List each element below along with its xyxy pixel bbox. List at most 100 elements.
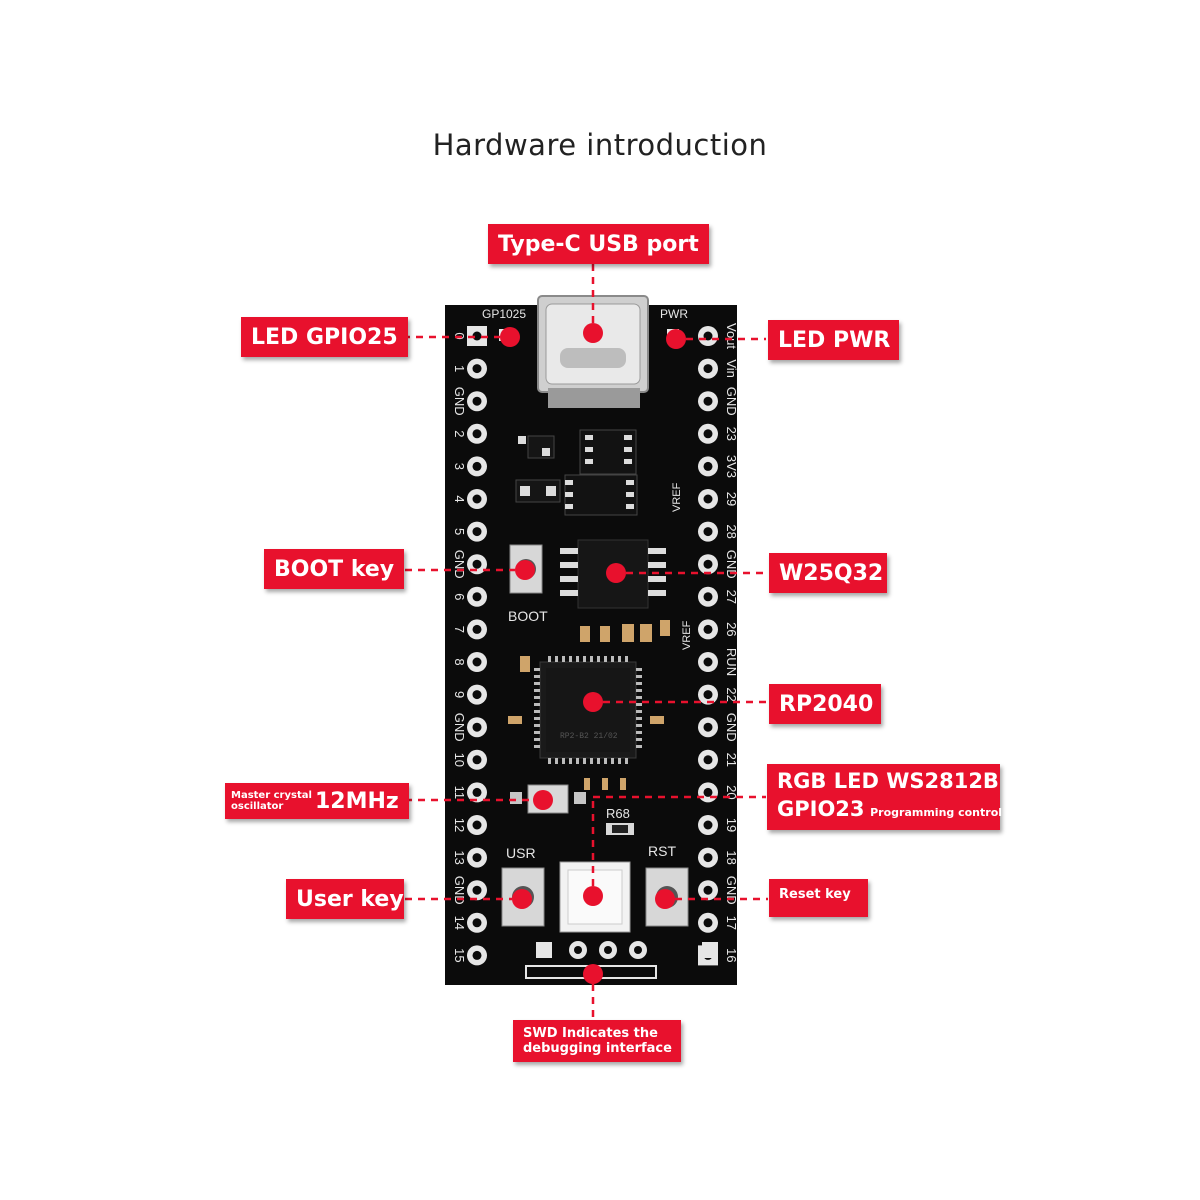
qfn-pin	[636, 745, 642, 748]
qfn-pin	[597, 656, 600, 662]
crystal-small-label: Master crystal oscillator	[231, 790, 312, 812]
pin-hole	[703, 592, 713, 602]
qfn-pin	[534, 717, 540, 720]
svg-text:RP2-B2 21/02: RP2-B2 21/02	[560, 732, 618, 741]
pin-label: 3	[452, 463, 467, 470]
qfn-pin	[534, 682, 540, 685]
qfn-pin	[618, 758, 621, 764]
pin-labels: 01GND2345GND6789GND10111213GND1415VoutVi…	[452, 323, 739, 963]
qfn-pin	[636, 675, 642, 678]
pin-header-pads	[467, 326, 718, 966]
qfn-pin	[590, 656, 593, 662]
pin-hole	[703, 918, 713, 928]
silk-pwr: PWR	[660, 307, 688, 321]
qfn-pin	[636, 717, 642, 720]
pin-label: 2	[452, 430, 467, 437]
qfn-pin	[576, 656, 579, 662]
pin-hole	[703, 364, 713, 374]
rgb-programming: Programming control	[870, 806, 1003, 819]
qfn-pin	[611, 758, 614, 764]
silk-rst: RST	[648, 843, 676, 859]
qfn-pin	[636, 682, 642, 685]
pin-label: 22	[724, 687, 739, 701]
qfn-pin	[555, 758, 558, 764]
swd-pads	[525, 941, 718, 979]
pin-label: 10	[452, 753, 467, 767]
pin-hole	[472, 755, 482, 765]
qfn-pin	[534, 689, 540, 692]
qfn-pin	[636, 738, 642, 741]
pin-hole	[472, 559, 482, 569]
callout-swd: SWD Indicates the debugging interface	[513, 1020, 681, 1062]
swd-line1: SWD Indicates the	[523, 1026, 658, 1041]
qfn-pin	[611, 656, 614, 662]
qfn-pin	[534, 745, 540, 748]
pin-label: GND	[724, 876, 739, 905]
pin-hole	[703, 559, 713, 569]
pin-hole	[472, 494, 482, 504]
qfn-pin	[569, 656, 572, 662]
pin-label: 27	[724, 590, 739, 604]
pin-hole	[472, 364, 482, 374]
qfn-pin	[534, 675, 540, 678]
qfn-pin	[636, 703, 642, 706]
qfn-pin	[590, 758, 593, 764]
callout-led-gpio25: LED GPIO25	[241, 317, 408, 357]
qfn-pin	[534, 668, 540, 671]
pin-label: 23	[724, 427, 739, 441]
pin-hole	[472, 429, 482, 439]
qfn-pin	[636, 689, 642, 692]
qfn-pin	[569, 758, 572, 764]
qfn-pin	[534, 738, 540, 741]
pin-label: GND	[452, 550, 467, 579]
pin-hole	[472, 918, 482, 928]
pin-label: 28	[724, 524, 739, 538]
pin-label: 8	[452, 658, 467, 665]
silk-usr: USR	[506, 845, 536, 861]
pin-label: 13	[452, 850, 467, 864]
pin-hole	[703, 429, 713, 439]
pin-hole	[472, 592, 482, 602]
marker-dots	[500, 323, 686, 984]
pin-label: 7	[452, 626, 467, 633]
pin-label: 9	[452, 691, 467, 698]
pin-label: Vout	[724, 323, 739, 349]
qfn-pin	[562, 758, 565, 764]
qfn-pin	[636, 710, 642, 713]
silk-r68: R68	[606, 806, 630, 821]
qfn-pin	[636, 696, 642, 699]
pin-label: 1	[452, 365, 467, 372]
pin-hole	[472, 722, 482, 732]
pin-label: 17	[724, 916, 739, 930]
pin-hole	[703, 396, 713, 406]
silk-boot: BOOT	[508, 608, 548, 624]
pin-hole	[703, 885, 713, 895]
pin-label: 11	[452, 786, 467, 800]
qfn-pin	[597, 758, 600, 764]
pin-label: 29	[724, 492, 739, 506]
qfn-pin	[583, 758, 586, 764]
qfn-pin	[625, 656, 628, 662]
qfn-pin	[636, 731, 642, 734]
rp2040-pins	[534, 656, 642, 764]
pin-label: 3V3	[724, 455, 739, 478]
callout-rgb-led: RGB LED WS2812B GPIO23 Programming contr…	[767, 764, 1003, 830]
pin-hole	[472, 690, 482, 700]
silk-vref-2: VREF	[681, 620, 693, 650]
callout-reset-key: Reset key	[769, 879, 868, 917]
pin-hole	[472, 885, 482, 895]
pin-hole	[703, 527, 713, 537]
crystal-frequency: 12MHz	[315, 788, 399, 814]
pin-hole	[703, 722, 713, 732]
pin-label: 19	[724, 818, 739, 832]
qfn-pin	[636, 724, 642, 727]
pin-label: GND	[724, 387, 739, 416]
pin-hole	[472, 461, 482, 471]
pin-label: GND	[724, 713, 739, 742]
page-title: Hardware introduction	[432, 128, 768, 162]
callout-user-key: User key	[286, 879, 404, 919]
pin-label: Vin	[724, 359, 739, 378]
pin-label: 5	[452, 528, 467, 535]
silk-vref-1: VREF	[671, 482, 683, 512]
